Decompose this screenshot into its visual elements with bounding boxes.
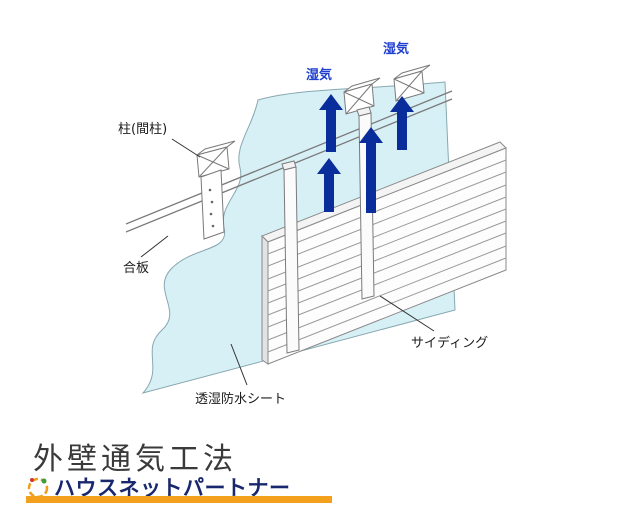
logo-green-dot — [41, 478, 47, 484]
siding-board-line — [267, 245, 507, 341]
brand-underline-bar — [26, 496, 332, 503]
leader-lines — [140, 138, 435, 386]
siding-board-line — [267, 232, 507, 328]
siding-board-line — [267, 171, 507, 267]
post-cap-x-line2 — [395, 70, 423, 102]
plywood-leader-line — [140, 235, 169, 258]
rear-post-caps — [343, 64, 431, 115]
siding-board-line — [267, 220, 507, 316]
moisture-label-left: 湿気 — [306, 67, 332, 83]
moisture-arrow-up — [390, 96, 414, 150]
siding-leader-line — [379, 295, 435, 332]
moisture-arrows — [317, 94, 414, 213]
siding-left-edge-face — [261, 234, 269, 365]
stud-body — [200, 169, 225, 240]
siding-label: サイディング — [411, 335, 488, 351]
nail-dot — [208, 188, 212, 192]
siding-board-line — [267, 257, 507, 353]
sheet-label: 透湿防水シート — [195, 391, 286, 407]
siding-board-line — [267, 184, 507, 280]
siding-board-line — [267, 208, 507, 304]
plywood-label: 合板 — [123, 261, 149, 276]
moisture-label-top: 湿気 — [383, 41, 409, 57]
furring-strip-body — [283, 166, 300, 354]
siding-board-line — [267, 196, 507, 292]
moisture-arrow-up — [317, 158, 341, 212]
nail-dot — [211, 224, 215, 228]
stud-cap-x-line2 — [198, 146, 228, 178]
diagram-labels: 湿気 湿気 柱(間柱) 合板 サイディング 透湿防水シート — [118, 41, 488, 407]
sheet-leader-line — [230, 343, 248, 386]
page-title: 外壁通気工法 — [33, 442, 237, 477]
moisture-arrow-up — [359, 127, 383, 213]
nail-dot — [210, 200, 214, 204]
post-cap-x-line2 — [345, 83, 373, 115]
pillar-leader-line — [171, 138, 201, 158]
siding-board-line — [267, 159, 507, 255]
moisture-arrow-up — [319, 94, 343, 152]
pillar-label: 柱(間柱) — [118, 122, 167, 137]
nail-dot — [209, 212, 213, 216]
logo-red-dot — [30, 478, 34, 482]
stud-post — [196, 140, 236, 240]
siding-panel — [261, 141, 507, 365]
